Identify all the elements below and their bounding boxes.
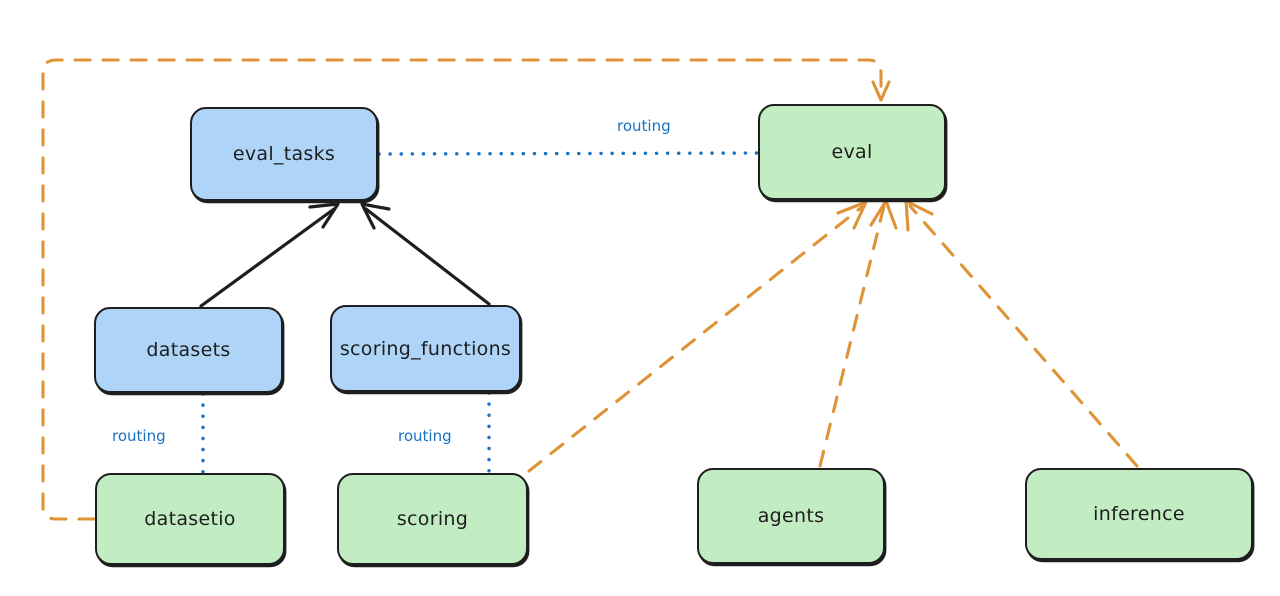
edge-datasets-to-eval_tasks <box>199 202 340 308</box>
node-eval[interactable]: eval <box>758 104 946 200</box>
node-datasets[interactable]: datasets <box>94 307 283 393</box>
edge-inference-to-eval <box>904 199 1139 468</box>
edge-scoring_functions-to-eval_tasks <box>360 202 491 306</box>
node-scoring-functions[interactable]: scoring_functions <box>330 305 521 392</box>
node-agents[interactable]: agents <box>697 468 885 564</box>
node-label: inference <box>1093 503 1185 525</box>
edge-scoring-to-eval <box>527 200 868 473</box>
edge-label-routing-eval: routing <box>617 117 671 135</box>
node-label: eval_tasks <box>232 143 336 165</box>
node-label: datasets <box>146 339 231 361</box>
node-datasetio[interactable]: datasetio <box>95 473 285 565</box>
node-label: datasetio <box>144 508 236 530</box>
node-eval-tasks[interactable]: eval_tasks <box>190 107 378 201</box>
node-inference[interactable]: inference <box>1025 468 1253 560</box>
node-label: scoring_functions <box>339 337 512 360</box>
node-label: eval <box>831 141 873 163</box>
edge-agents-to-eval <box>818 199 898 468</box>
edge-eval_tasks-to-eval <box>377 151 759 156</box>
node-label: scoring <box>396 508 469 530</box>
node-label: agents <box>757 505 825 527</box>
edge-label-routing-datasetio: routing <box>112 427 166 445</box>
node-scoring[interactable]: scoring <box>337 473 528 565</box>
edge-label-routing-scoring: routing <box>398 427 452 445</box>
